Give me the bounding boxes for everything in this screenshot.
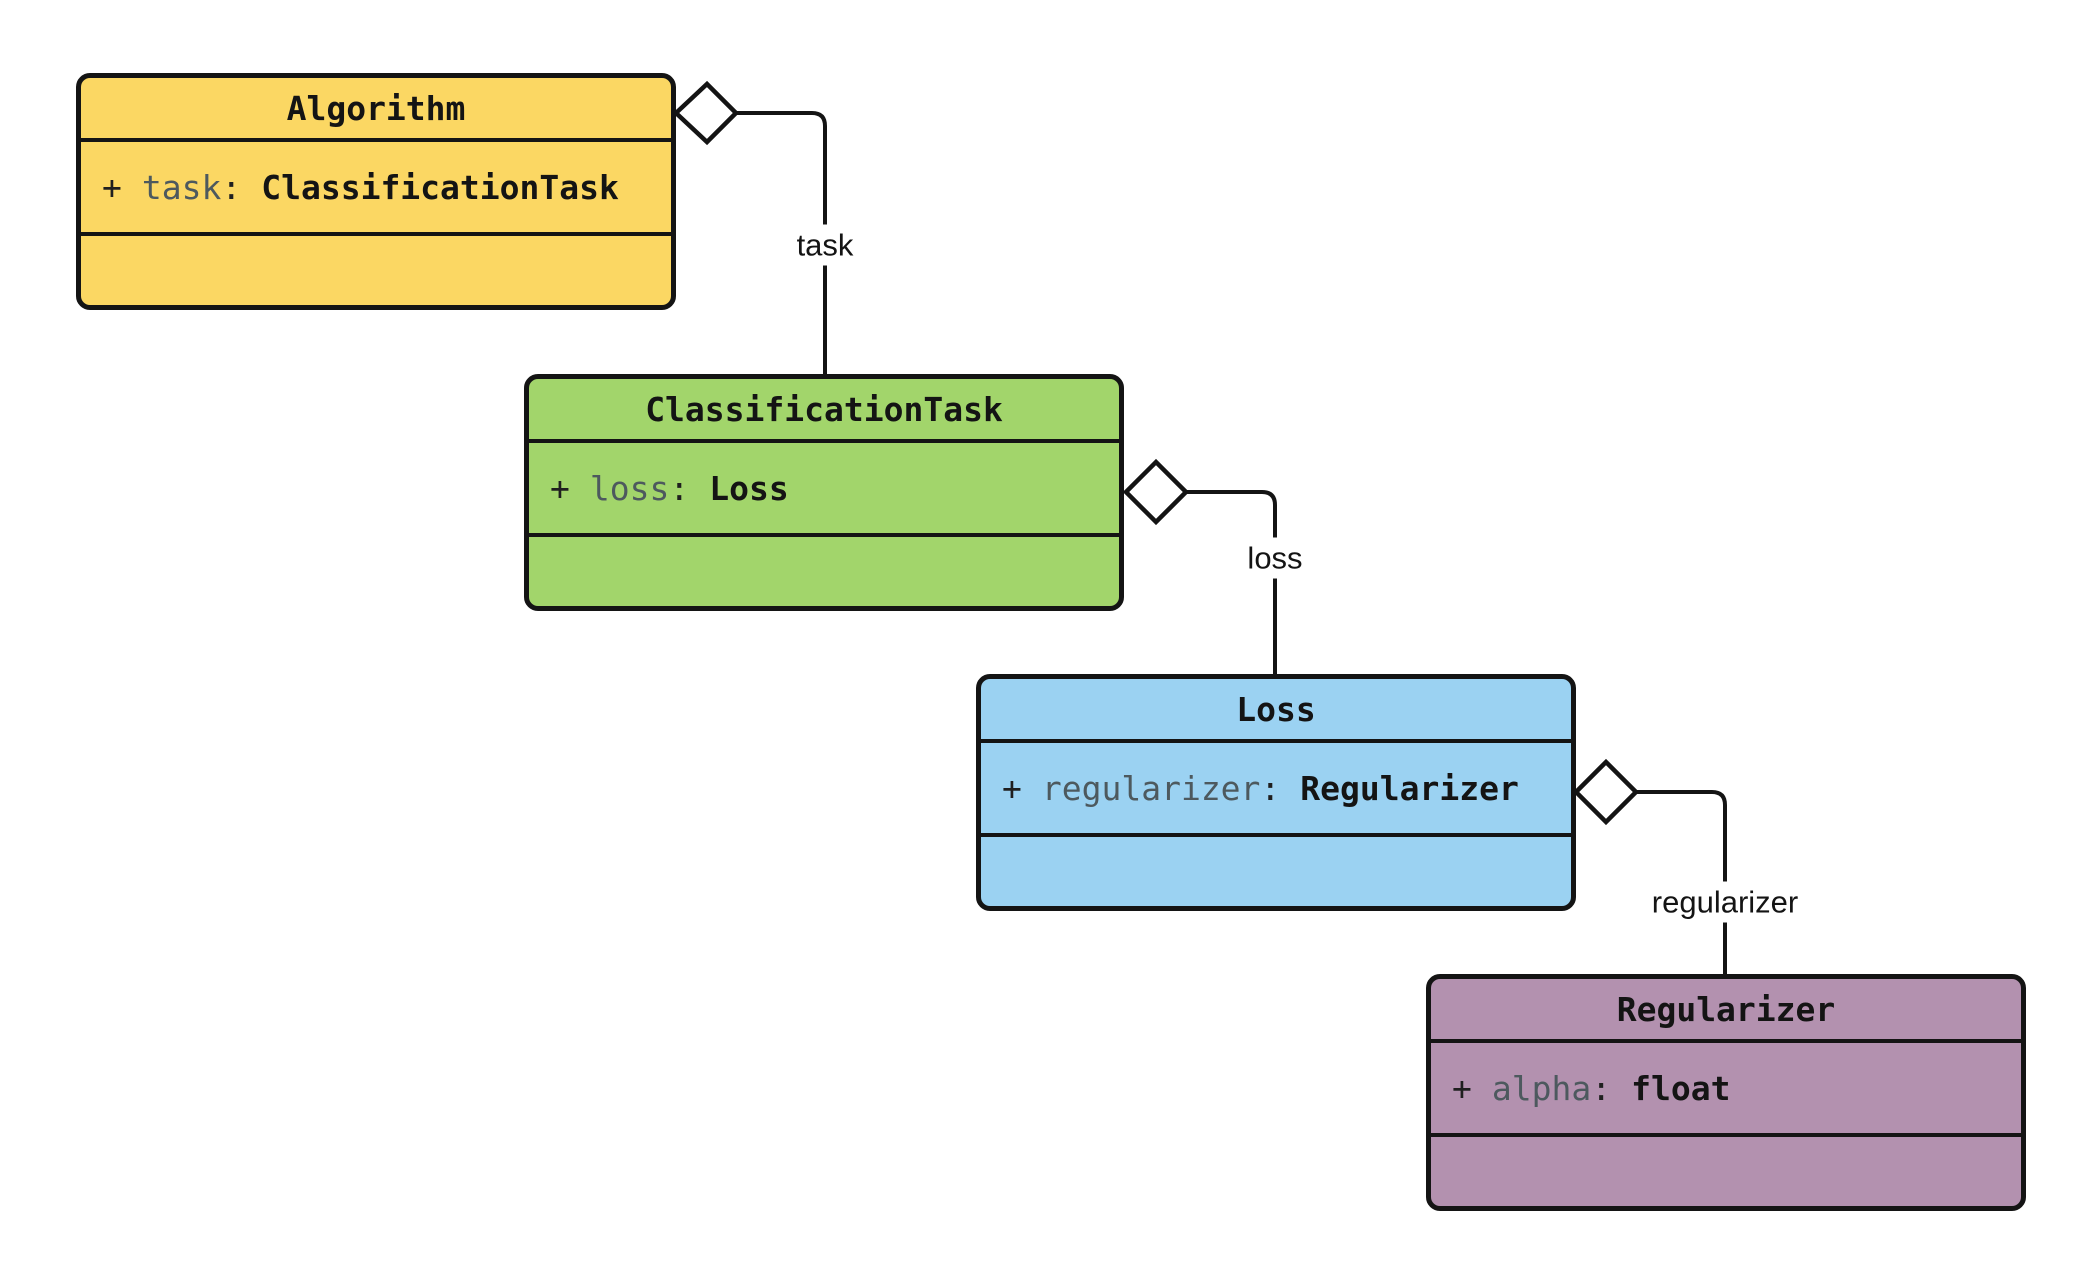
relation-edge	[1186, 490, 1277, 676]
aggregation-diamond-icon	[1572, 758, 1640, 826]
class-box-classification-task: ClassificationTask + loss: Loss	[524, 374, 1124, 611]
attribute-name: loss	[589, 468, 670, 508]
attribute-visibility: +	[1452, 1068, 1472, 1108]
attribute-colon: :	[1591, 1068, 1612, 1108]
class-title: Regularizer	[1431, 979, 2021, 1043]
attribute-colon: :	[669, 468, 690, 508]
attribute-colon: :	[221, 167, 242, 207]
attribute-visibility: +	[102, 167, 122, 207]
attribute-name: regularizer	[1041, 768, 1261, 808]
class-methods-compartment	[81, 236, 671, 305]
attribute-name: task	[141, 167, 222, 207]
attribute-type: float	[1631, 1068, 1731, 1108]
attribute-name: alpha	[1491, 1068, 1592, 1108]
attribute-type: ClassificationTask	[261, 167, 619, 207]
class-methods-compartment	[529, 537, 1119, 606]
class-title: ClassificationTask	[529, 379, 1119, 443]
attribute-type: Loss	[709, 468, 789, 508]
class-attribute-row: + regularizer: Regularizer	[981, 743, 1571, 837]
relation-label-task: task	[786, 224, 864, 266]
class-attribute-row: + loss: Loss	[529, 443, 1119, 537]
attribute-type: Regularizer	[1300, 768, 1519, 808]
class-title: Algorithm	[81, 78, 671, 142]
class-attribute-row: + task: ClassificationTask	[81, 142, 671, 236]
class-box-algorithm: Algorithm + task: ClassificationTask	[76, 73, 676, 310]
aggregation-diamond-icon	[1122, 458, 1190, 526]
relation-regularizer	[1572, 758, 1727, 976]
relation-label-regularizer: regularizer	[1641, 881, 1809, 923]
class-methods-compartment	[981, 837, 1571, 906]
attribute-visibility: +	[1002, 768, 1022, 808]
attribute-visibility: +	[550, 468, 570, 508]
aggregation-diamond-icon	[672, 80, 740, 146]
class-box-loss: Loss + regularizer: Regularizer	[976, 674, 1576, 911]
class-attribute-row: + alpha: float	[1431, 1043, 2021, 1137]
class-title: Loss	[981, 679, 1571, 743]
class-methods-compartment	[1431, 1137, 2021, 1206]
class-box-regularizer: Regularizer + alpha: float	[1426, 974, 2026, 1211]
attribute-colon: :	[1260, 768, 1281, 808]
relation-label-loss: loss	[1237, 537, 1313, 579]
